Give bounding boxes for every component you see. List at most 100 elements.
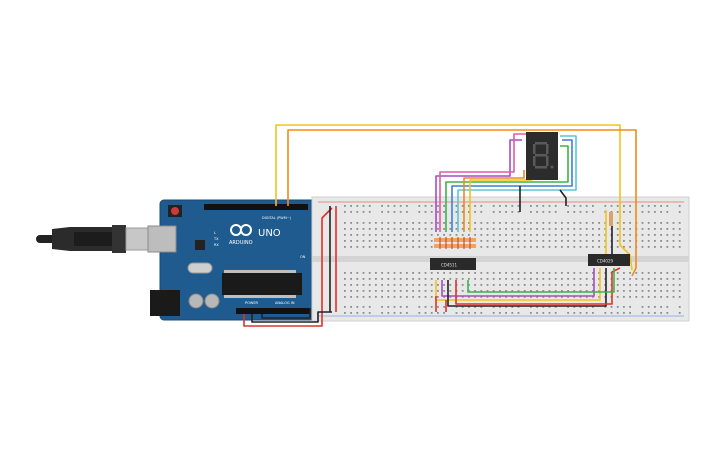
breadboard-hole[interactable]	[641, 205, 644, 207]
breadboard-hole[interactable]	[561, 240, 563, 242]
breadboard-hole[interactable]	[381, 272, 383, 274]
breadboard-hole[interactable]	[368, 296, 371, 298]
breadboard-hole[interactable]	[530, 205, 532, 207]
breadboard-hole[interactable]	[486, 240, 489, 242]
breadboard-hole[interactable]	[542, 272, 545, 274]
breadboard-hole[interactable]	[350, 211, 352, 213]
breadboard-hole[interactable]	[424, 240, 427, 242]
breadboard-hole[interactable]	[437, 228, 439, 230]
breadboard-hole[interactable]	[647, 290, 650, 292]
breadboard-hole[interactable]	[678, 290, 681, 292]
breadboard-hole[interactable]	[492, 312, 495, 314]
breadboard-hole[interactable]	[585, 296, 588, 298]
breadboard-hole[interactable]	[511, 284, 514, 286]
breadboard-hole[interactable]	[666, 211, 669, 213]
breadboard-hole[interactable]	[461, 278, 464, 280]
breadboard-hole[interactable]	[368, 222, 371, 224]
breadboard-hole[interactable]	[375, 290, 377, 292]
breadboard-hole[interactable]	[647, 272, 650, 274]
breadboard-hole[interactable]	[585, 284, 588, 286]
breadboard-hole[interactable]	[399, 246, 402, 248]
breadboard-hole[interactable]	[672, 246, 675, 248]
breadboard-hole[interactable]	[356, 205, 359, 207]
breadboard-hole[interactable]	[393, 290, 396, 292]
breadboard-hole[interactable]	[678, 296, 681, 298]
breadboard-hole[interactable]	[430, 296, 433, 298]
breadboard-hole[interactable]	[573, 205, 576, 207]
breadboard-hole[interactable]	[623, 234, 625, 236]
breadboard-hole[interactable]	[598, 228, 600, 230]
breadboard-hole[interactable]	[381, 284, 383, 286]
breadboard-hole[interactable]	[449, 278, 452, 280]
breadboard-hole[interactable]	[678, 284, 681, 286]
breadboard-hole[interactable]	[362, 312, 365, 314]
breadboard-hole[interactable]	[585, 234, 588, 236]
breadboard-hole[interactable]	[418, 205, 421, 207]
breadboard-hole[interactable]	[523, 284, 526, 286]
breadboard-hole[interactable]	[486, 228, 489, 230]
breadboard-hole[interactable]	[672, 284, 675, 286]
breadboard-hole[interactable]	[623, 205, 625, 207]
breadboard-hole[interactable]	[616, 228, 619, 230]
breadboard-hole[interactable]	[548, 296, 551, 298]
breadboard-hole[interactable]	[344, 205, 346, 207]
breadboard-hole[interactable]	[598, 222, 600, 224]
breadboard-hole[interactable]	[474, 278, 476, 280]
wire-black-chip[interactable]	[447, 268, 607, 307]
breadboard-hole[interactable]	[443, 290, 445, 292]
breadboard-hole[interactable]	[654, 278, 656, 280]
breadboard-hole[interactable]	[480, 290, 483, 292]
breadboard-hole[interactable]	[368, 240, 371, 242]
breadboard-hole[interactable]	[641, 228, 644, 230]
breadboard-hole[interactable]	[399, 296, 402, 298]
breadboard-hole[interactable]	[629, 312, 631, 314]
seven-segment-display[interactable]: 8.	[526, 132, 558, 197]
breadboard-hole[interactable]	[511, 205, 514, 207]
breadboard-hole[interactable]	[592, 278, 594, 280]
breadboard-hole[interactable]	[678, 222, 681, 224]
breadboard-hole[interactable]	[678, 306, 681, 308]
breadboard-hole[interactable]	[430, 278, 433, 280]
breadboard-hole[interactable]	[461, 234, 464, 236]
breadboard-hole[interactable]	[517, 312, 520, 314]
breadboard-hole[interactable]	[666, 278, 669, 280]
breadboard-hole[interactable]	[517, 306, 520, 308]
breadboard-hole[interactable]	[492, 306, 495, 308]
breadboard-hole[interactable]	[666, 312, 669, 314]
breadboard-hole[interactable]	[517, 296, 520, 298]
breadboard-hole[interactable]	[523, 240, 526, 242]
breadboard-hole[interactable]	[635, 296, 638, 298]
breadboard-hole[interactable]	[443, 312, 445, 314]
breadboard-hole[interactable]	[399, 272, 402, 274]
breadboard-hole[interactable]	[517, 272, 520, 274]
breadboard-hole[interactable]	[548, 240, 551, 242]
breadboard-hole[interactable]	[641, 290, 644, 292]
breadboard-hole[interactable]	[474, 211, 476, 213]
breadboard-hole[interactable]	[629, 296, 631, 298]
breadboard-hole[interactable]	[610, 205, 613, 207]
breadboard-hole[interactable]	[381, 312, 383, 314]
breadboard-hole[interactable]	[381, 205, 383, 207]
breadboard-hole[interactable]	[455, 234, 458, 236]
breadboard-hole[interactable]	[654, 296, 656, 298]
breadboard-hole[interactable]	[530, 272, 532, 274]
breadboard-hole[interactable]	[375, 234, 377, 236]
breadboard-hole[interactable]	[480, 240, 483, 242]
breadboard-hole[interactable]	[468, 205, 470, 207]
breadboard-hole[interactable]	[623, 296, 625, 298]
breadboard-hole[interactable]	[548, 228, 551, 230]
breadboard-hole[interactable]	[629, 290, 631, 292]
breadboard-hole[interactable]	[430, 312, 433, 314]
breadboard-hole[interactable]	[604, 312, 607, 314]
breadboard-hole[interactable]	[356, 222, 359, 224]
breadboard-hole[interactable]	[424, 211, 427, 213]
breadboard-hole[interactable]	[399, 284, 402, 286]
breadboard-hole[interactable]	[480, 312, 483, 314]
breadboard-hole[interactable]	[418, 228, 421, 230]
breadboard-hole[interactable]	[629, 272, 631, 274]
breadboard-hole[interactable]	[499, 306, 501, 308]
breadboard-hole[interactable]	[505, 306, 507, 308]
breadboard-hole[interactable]	[530, 240, 532, 242]
breadboard-hole[interactable]	[468, 228, 470, 230]
